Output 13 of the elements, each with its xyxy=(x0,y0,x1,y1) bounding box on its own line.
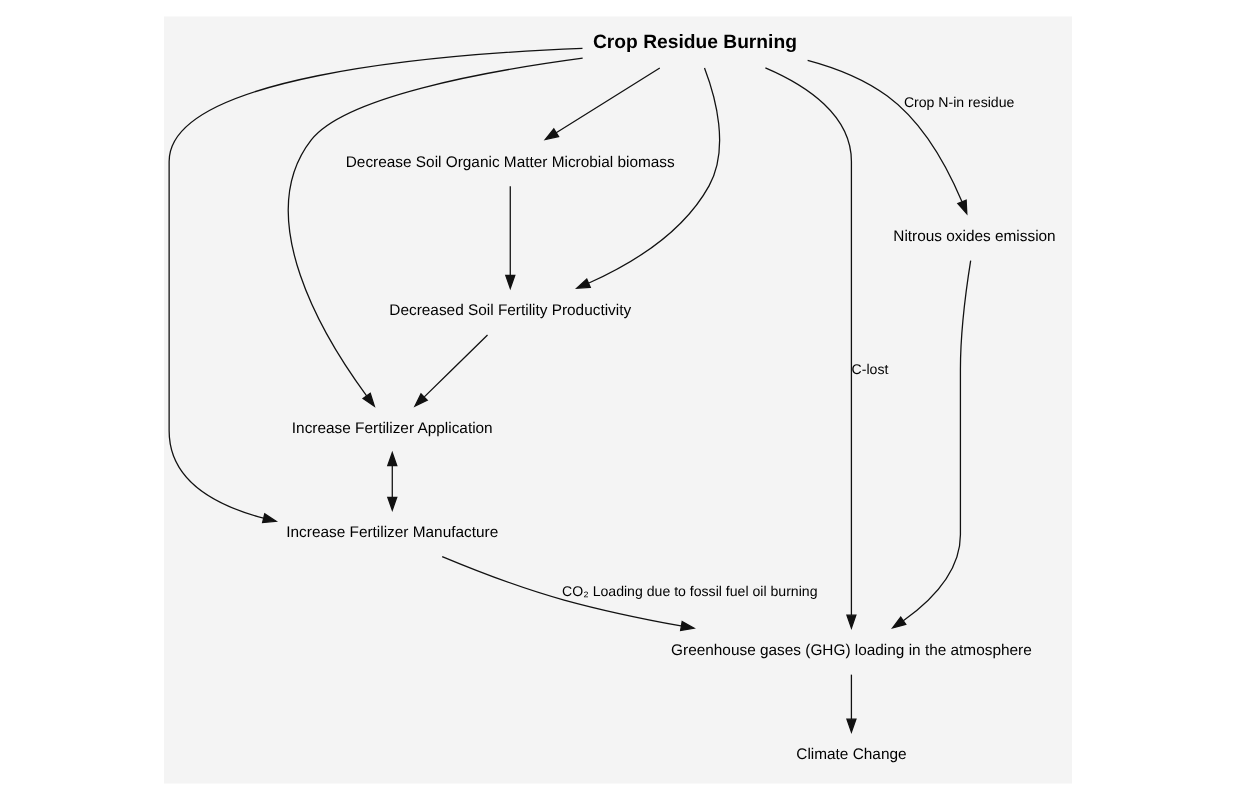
node-text: Crop Residue Burning xyxy=(591,31,796,54)
arrow xyxy=(542,67,660,141)
arrow xyxy=(806,59,967,216)
arrow xyxy=(385,450,397,513)
arrow xyxy=(440,555,695,632)
arrow xyxy=(286,57,583,408)
arrow xyxy=(574,67,720,290)
arrow xyxy=(167,47,583,524)
arrow xyxy=(845,674,856,734)
arrow xyxy=(412,334,488,408)
arrow xyxy=(890,259,971,630)
arrow xyxy=(503,185,515,291)
arrow xyxy=(763,67,856,630)
